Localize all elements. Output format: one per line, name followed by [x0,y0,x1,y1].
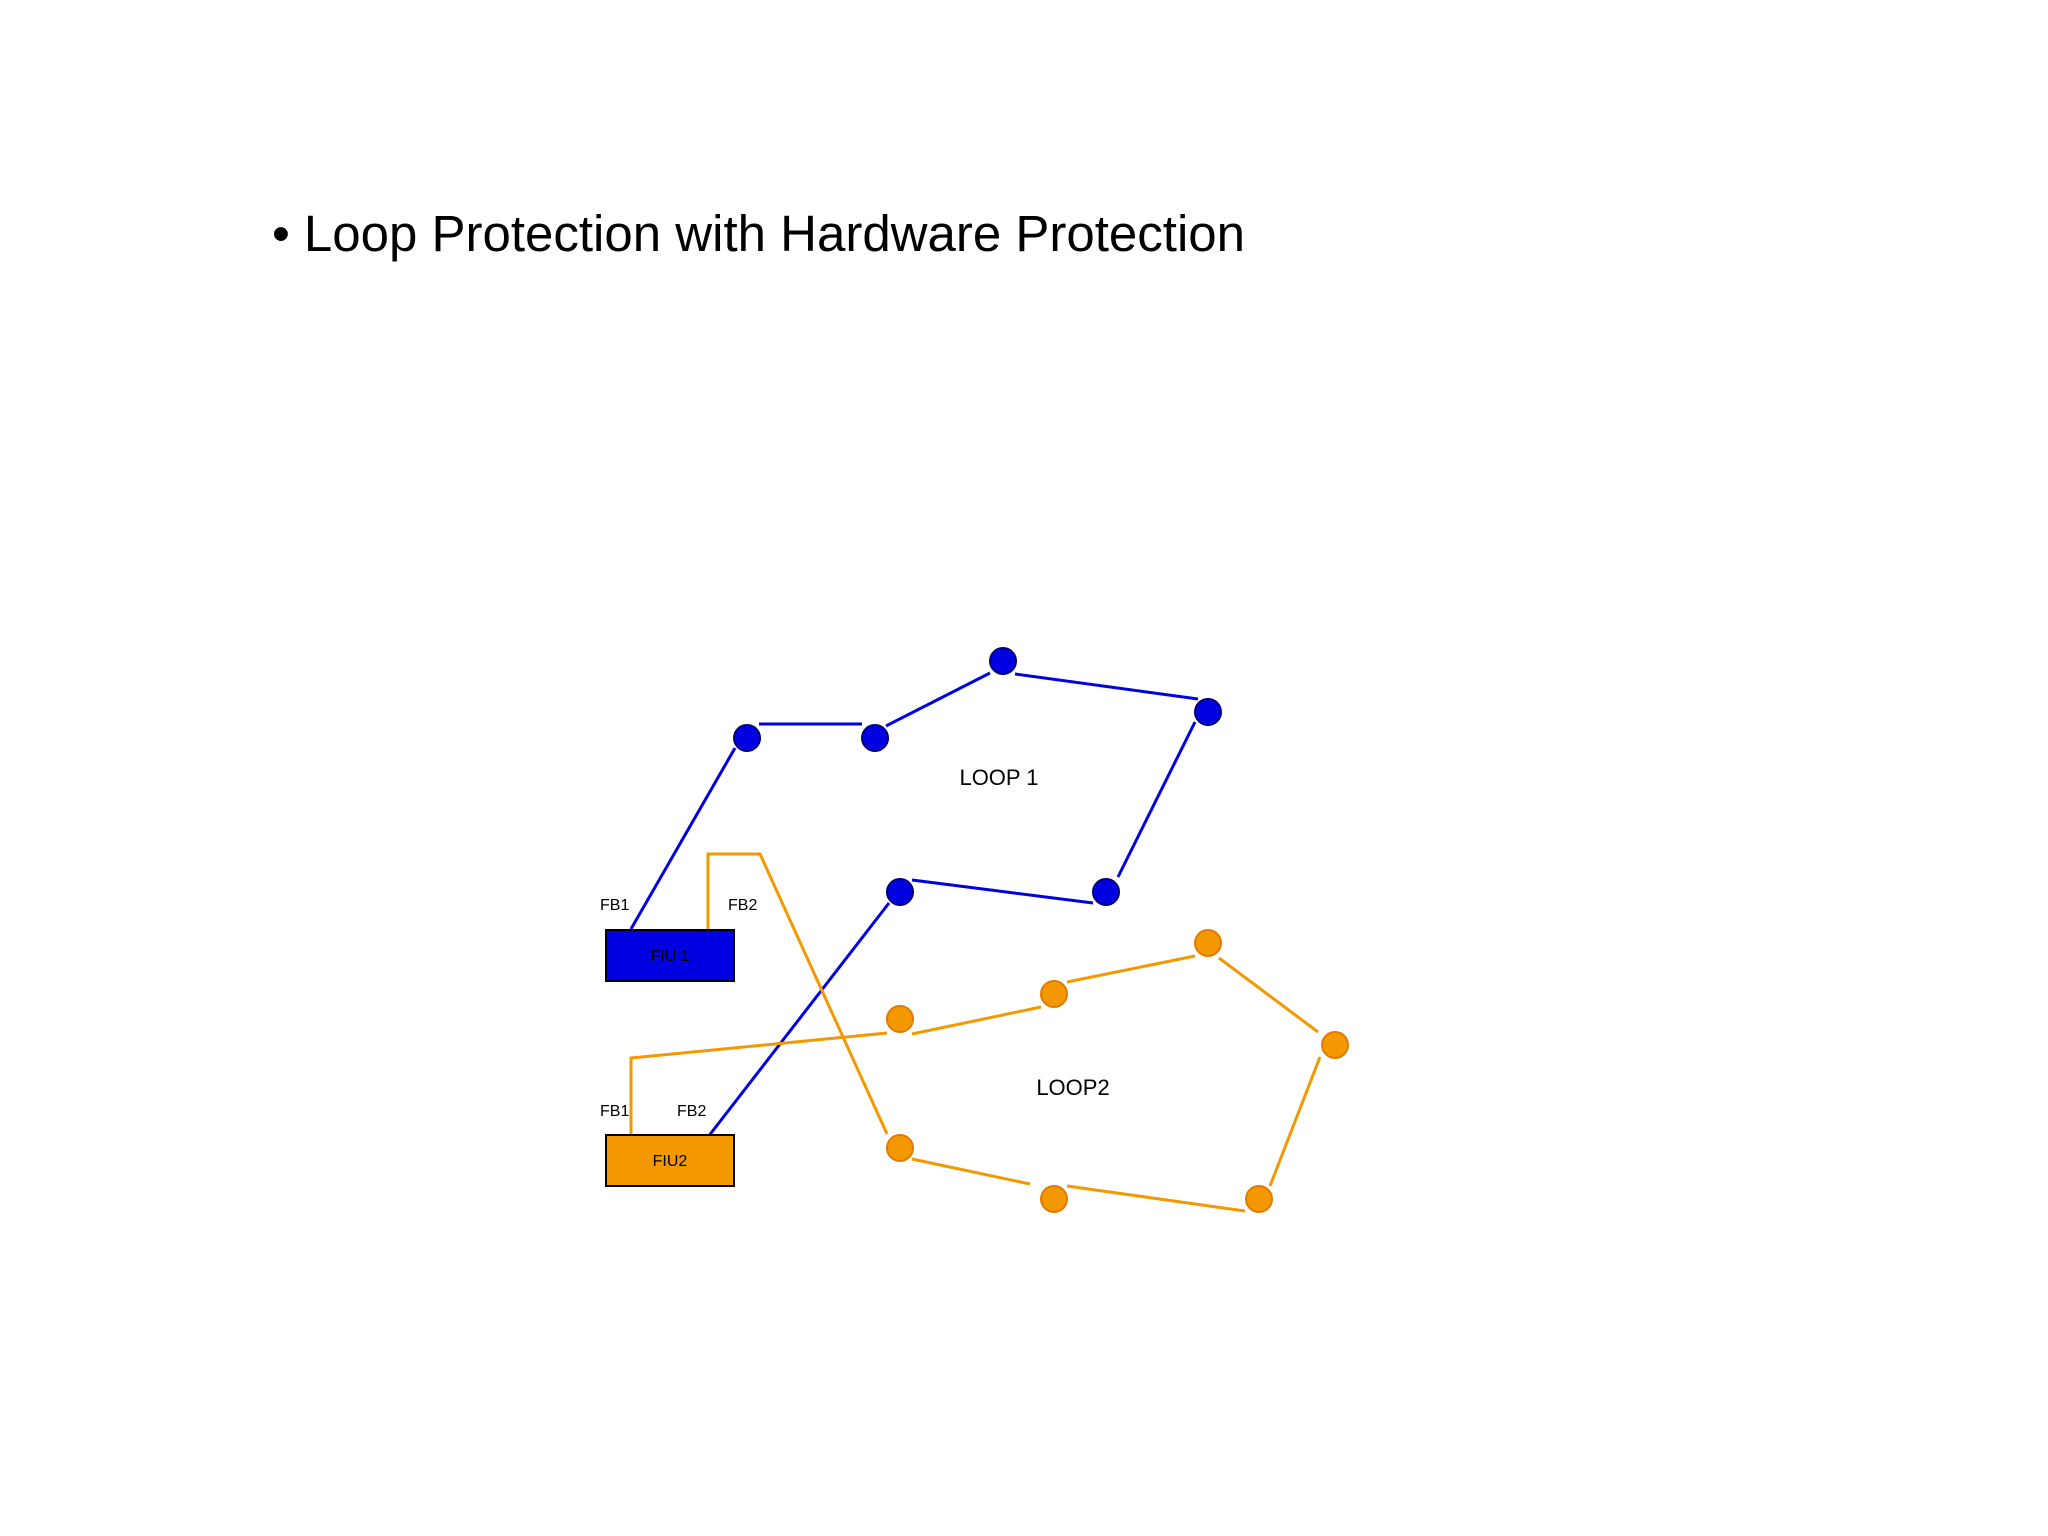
loop2-link [1268,1056,1322,1187]
slide-title: •Loop Protection with Hardware Protectio… [272,204,1245,263]
title-text: Loop Protection with Hardware Protection [303,205,1246,262]
fiu1-label: FIU 1 [650,948,689,965]
fiu2-port-fb1: FB1 [600,1103,629,1120]
loop2-node [886,1134,914,1162]
loop2-node [1245,1185,1273,1213]
loop2-node [1040,980,1068,1008]
loop2-nodes [886,929,1349,1213]
loop2-links [629,852,1322,1213]
loop2-link [1066,1184,1246,1213]
loop1-node [1092,878,1120,906]
loop1-node [989,647,1017,675]
loop1-node [886,878,914,906]
fiu1-unit: FIU 1 FB1 FB2 [600,897,757,982]
fiu2-label: FIU2 [653,1153,688,1170]
loop2-node [1194,929,1222,957]
loop2-link [629,1031,888,1134]
loop1-label: LOOP 1 [959,765,1038,790]
fiu2-unit: FIU2 FB1 FB2 [600,1103,735,1187]
loop1-link [1116,721,1197,878]
fiu2-port-fb2: FB2 [677,1103,706,1120]
loop2-link [911,1157,1031,1186]
loop2-link [706,852,889,1135]
loop1-link [911,878,1094,905]
fiu1-port-fb1: FB1 [600,897,629,914]
loop1-link [1014,672,1199,701]
loop2-link [1218,956,1319,1034]
loop2-node [886,1005,914,1033]
loop2-node [1040,1185,1068,1213]
loop1-link [706,902,891,1138]
loop1-link [629,747,737,930]
loop2-link [1066,954,1196,984]
title-bullet: • [272,205,290,262]
loop1-node [861,724,889,752]
loop1-link [885,671,991,728]
loop1-nodes [733,647,1222,906]
loop2-label: LOOP2 [1036,1075,1109,1100]
loop2-link [911,1005,1042,1036]
fiu2-box [605,1134,735,1187]
fiu1-port-fb2: FB2 [728,897,757,914]
loop2-node [1321,1031,1349,1059]
fiu1-box [605,929,735,982]
loop1-links [629,671,1199,1138]
loop1-node [733,724,761,752]
loop1-node [1194,698,1222,726]
